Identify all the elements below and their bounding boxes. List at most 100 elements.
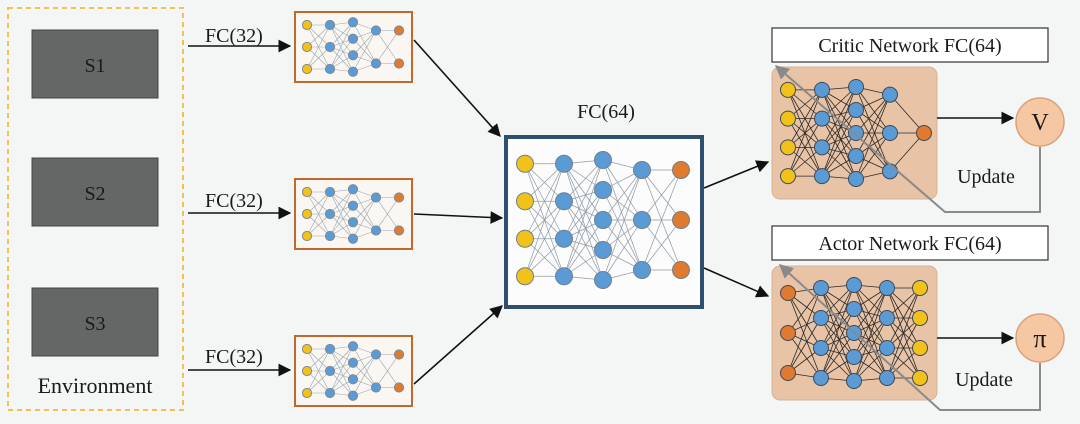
network-node [813, 340, 829, 356]
network-node [848, 79, 864, 95]
network-edge [329, 370, 354, 396]
network-edge [821, 89, 857, 157]
network-node [916, 125, 932, 141]
network-edge [787, 118, 823, 177]
network-edge [820, 317, 855, 358]
network-edge [563, 163, 604, 281]
arrow-encoder2-shared [413, 211, 504, 224]
network-edge [820, 284, 855, 379]
shared-network [516, 151, 690, 289]
network-edge [787, 292, 822, 349]
network-node [813, 280, 829, 296]
network-node [848, 171, 864, 187]
network-edge [563, 201, 604, 281]
network-edge [563, 219, 604, 277]
network-node [347, 357, 359, 368]
network-node [301, 63, 313, 75]
network-edge [524, 163, 565, 277]
network-node [814, 81, 830, 98]
network-node [324, 63, 336, 75]
network-edge [352, 197, 377, 223]
input-arrows [188, 39, 292, 377]
network-edge [853, 287, 888, 382]
network-node [846, 349, 862, 365]
network-edge [329, 24, 354, 56]
network-edge [352, 30, 377, 56]
network-edge [329, 346, 354, 372]
actor-update-arrow [778, 264, 1041, 411]
actor-update-label: Update [955, 369, 1013, 391]
network-edge [853, 287, 888, 334]
network-edge [306, 213, 331, 237]
network-node [555, 229, 573, 248]
network-node [633, 261, 651, 279]
network-edge [602, 219, 643, 281]
state-label-s1: S1 [84, 55, 105, 77]
network-edge [352, 354, 377, 396]
network-edge [853, 317, 888, 358]
network-edge [853, 308, 888, 379]
network-edge [853, 284, 888, 349]
network-node [594, 181, 612, 199]
arrow-shared-critic [703, 160, 770, 189]
network-edge [855, 94, 891, 180]
network-edge [563, 238, 604, 281]
network-edge [787, 332, 822, 379]
network-node [370, 382, 382, 393]
network-node [912, 310, 928, 326]
network-node [324, 343, 336, 355]
critic-network [780, 79, 932, 187]
network-edge [563, 163, 604, 251]
critic-title-box [771, 27, 1049, 63]
state-label-s2: S2 [84, 183, 105, 205]
critic-update-arrow [774, 65, 1041, 213]
arrow-encoder3-shared [413, 305, 503, 385]
network-edge [602, 189, 643, 271]
network-edge [306, 370, 331, 394]
network-node [347, 233, 359, 244]
network-edge [787, 89, 823, 148]
network-node [780, 81, 796, 98]
network-edge [329, 22, 354, 48]
network-edge [375, 197, 400, 231]
encoder-label-1: FC(32) [205, 25, 263, 47]
network-node [780, 168, 796, 185]
network-edge [889, 132, 925, 172]
network-edge [787, 287, 822, 334]
network-node [301, 186, 313, 198]
encoder-network-1 [301, 17, 405, 77]
network-edge [820, 287, 855, 334]
network-edge [306, 191, 331, 215]
network-node [301, 365, 313, 377]
network-node [347, 66, 359, 77]
network-node [516, 229, 534, 248]
network-edge [855, 132, 891, 180]
network-node [301, 230, 313, 242]
network-edge [375, 30, 400, 64]
network-node [848, 125, 864, 141]
value-output-label: V [1031, 110, 1049, 136]
network-edge [820, 287, 855, 382]
network-node [780, 110, 796, 127]
actor-title: Actor Network FC(64) [818, 233, 1001, 255]
arrow-encoder1-shared [413, 39, 501, 137]
network-edge [306, 348, 331, 394]
network-edge [329, 346, 354, 394]
network-node [324, 365, 336, 377]
network-node [370, 58, 382, 69]
network-node [370, 349, 382, 360]
network-edge [329, 189, 354, 237]
network-edge [853, 332, 888, 379]
network-node [672, 211, 690, 229]
network-node [347, 374, 359, 385]
network-node [594, 241, 612, 259]
network-node [516, 267, 534, 286]
network-edge [853, 287, 888, 358]
network-edge [329, 362, 354, 394]
network-edge [329, 38, 354, 70]
network-edge [855, 109, 891, 172]
network-node [846, 277, 862, 293]
network-edge [375, 354, 400, 388]
network-edge [352, 354, 377, 380]
network-edge [329, 46, 354, 72]
